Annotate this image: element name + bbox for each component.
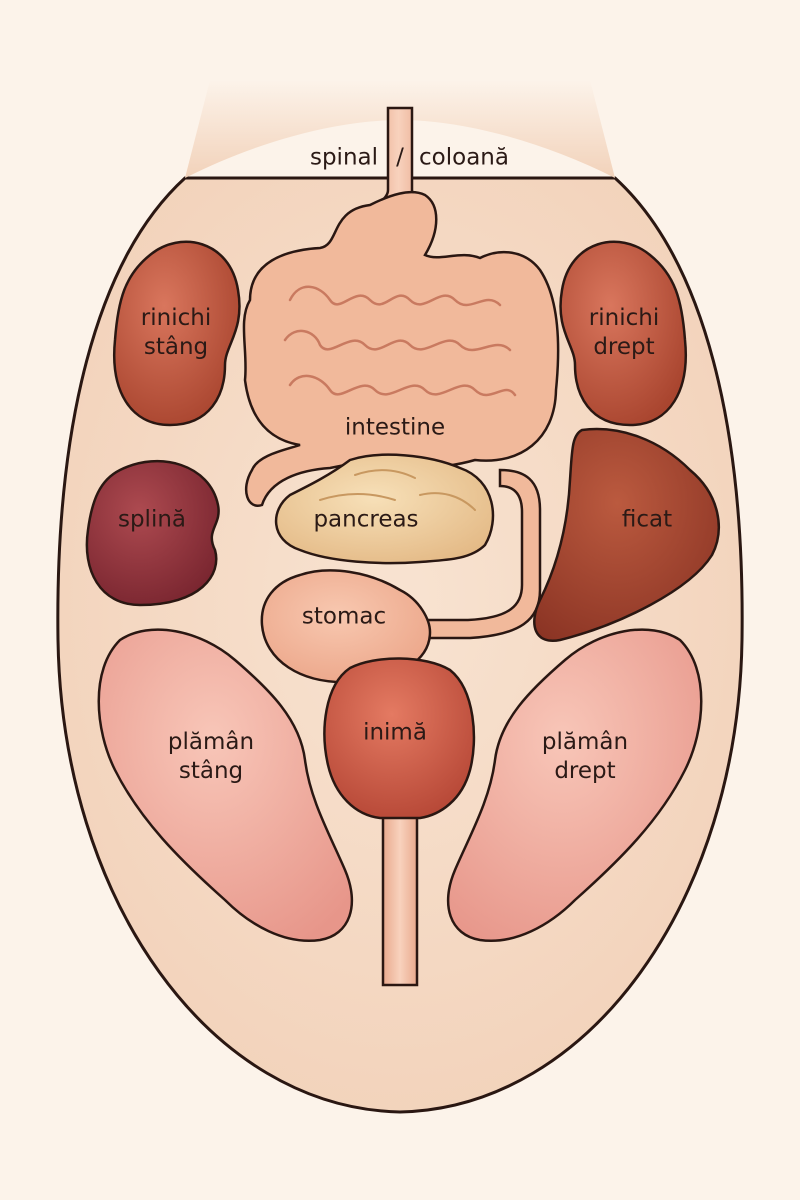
pancreas-texture bbox=[319, 469, 476, 511]
pancreas-organ bbox=[274, 453, 495, 565]
label-coloana: coloană bbox=[419, 144, 509, 171]
label-spinal: spinal bbox=[309, 144, 379, 171]
label-stomac: stomac bbox=[301, 603, 387, 630]
label-plaman-stang: plămân stâng bbox=[168, 728, 254, 786]
label-rinichi-stang-line1: rinichi bbox=[140, 305, 212, 331]
label-intestine: intestine bbox=[344, 414, 446, 441]
label-rinichi-drept: rinichi drept bbox=[589, 304, 659, 362]
kidney-left-organ bbox=[113, 240, 241, 427]
colon-tube bbox=[418, 468, 542, 640]
label-plaman-drept-line1: plămân bbox=[541, 729, 629, 755]
label-separator: / bbox=[396, 144, 404, 171]
label-plaman-drept-line2: drept bbox=[554, 758, 616, 784]
label-pancreas: pancreas bbox=[313, 506, 419, 533]
lung-right-organ bbox=[446, 628, 703, 943]
label-rinichi-stang: rinichi stâng bbox=[141, 304, 211, 362]
label-inima: inimă bbox=[363, 719, 427, 746]
lung-left-organ bbox=[97, 628, 354, 943]
label-rinichi-drept-line2: drept bbox=[593, 334, 655, 360]
label-splina: splină bbox=[117, 506, 187, 533]
spleen-organ bbox=[85, 460, 220, 607]
label-rinichi-drept-line1: rinichi bbox=[588, 305, 660, 331]
intestine-loops bbox=[283, 285, 517, 397]
label-plaman-stang-line1: plămân bbox=[167, 729, 255, 755]
label-ficat: ficat bbox=[621, 506, 673, 533]
label-plaman-stang-line2: stâng bbox=[178, 758, 244, 784]
kidney-right-organ bbox=[559, 240, 687, 427]
label-rinichi-stang-line2: stâng bbox=[143, 334, 209, 360]
label-plaman-drept: plămân drept bbox=[542, 728, 628, 786]
liver-organ bbox=[533, 427, 720, 643]
neck-area bbox=[185, 80, 615, 178]
heart-organ bbox=[323, 657, 476, 820]
spinal-tube-lower bbox=[381, 798, 419, 987]
